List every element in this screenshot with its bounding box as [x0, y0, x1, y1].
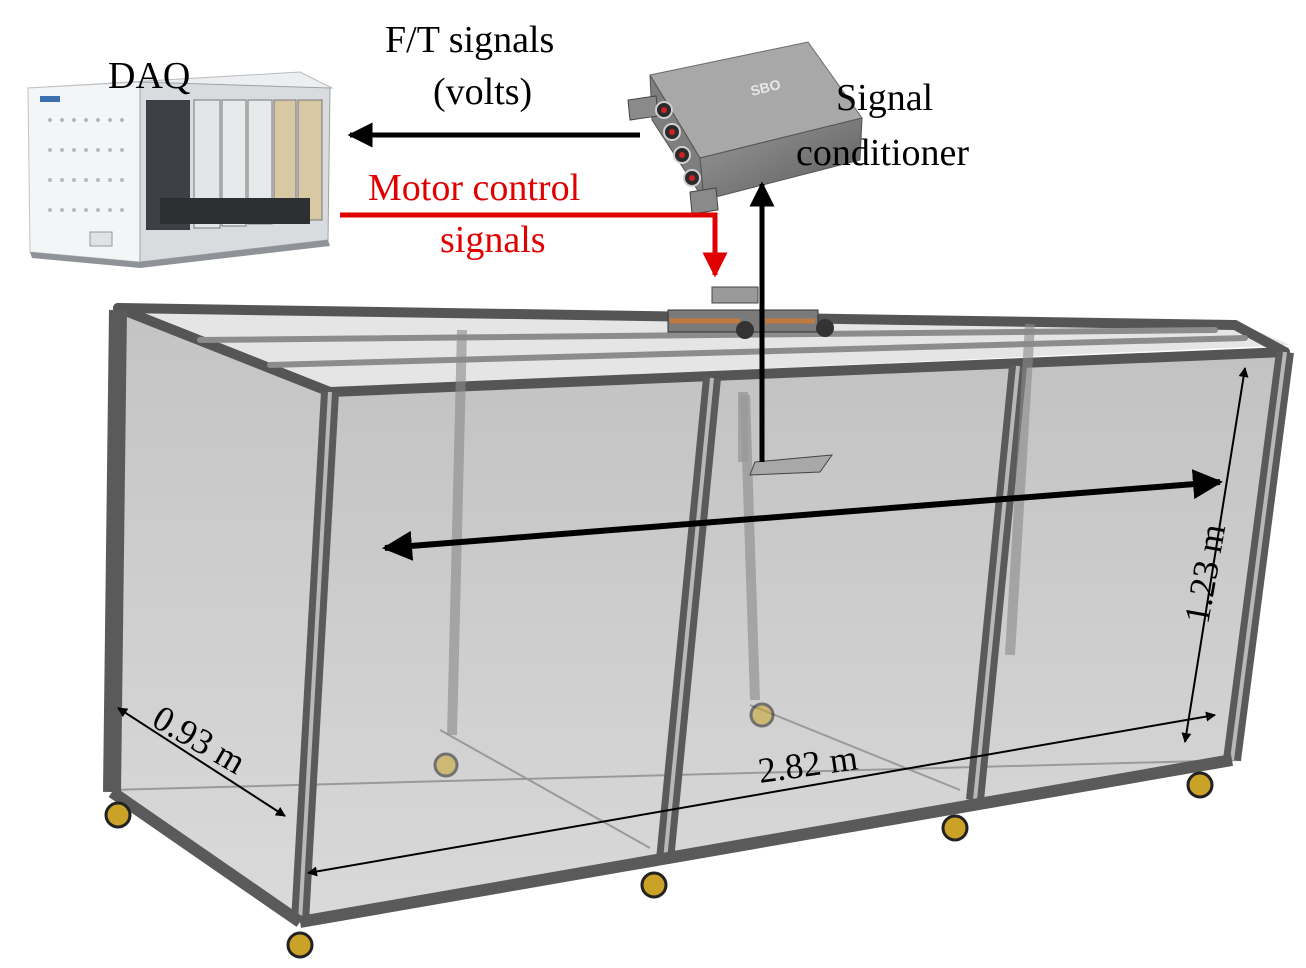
- dimension-arrow-length: [382, 469, 1223, 561]
- dimension-line-height: [1181, 367, 1249, 743]
- ft-signals-label-line1: F/T signals: [385, 19, 554, 61]
- dimension-line-depth: [117, 707, 286, 817]
- tank-frame: [103, 286, 1294, 959]
- ft-signals-label-line2: (volts): [433, 71, 532, 113]
- daq-label: DAQ: [108, 55, 190, 97]
- conditioner-brand-text: SBO: [749, 76, 782, 99]
- motor-control-arrow: [340, 212, 728, 278]
- motor-control-label-line2: signals: [440, 219, 546, 261]
- signal-conditioner-label-line1: Signal: [836, 77, 933, 119]
- dimension-line-bottom: [307, 711, 1216, 877]
- daq-chassis: [26, 71, 334, 268]
- motor-control-label-line1: Motor control: [368, 167, 580, 209]
- signal-conditioner-label-line2: conditioner: [796, 132, 969, 174]
- signal-conditioner-device: SBO: [627, 41, 863, 215]
